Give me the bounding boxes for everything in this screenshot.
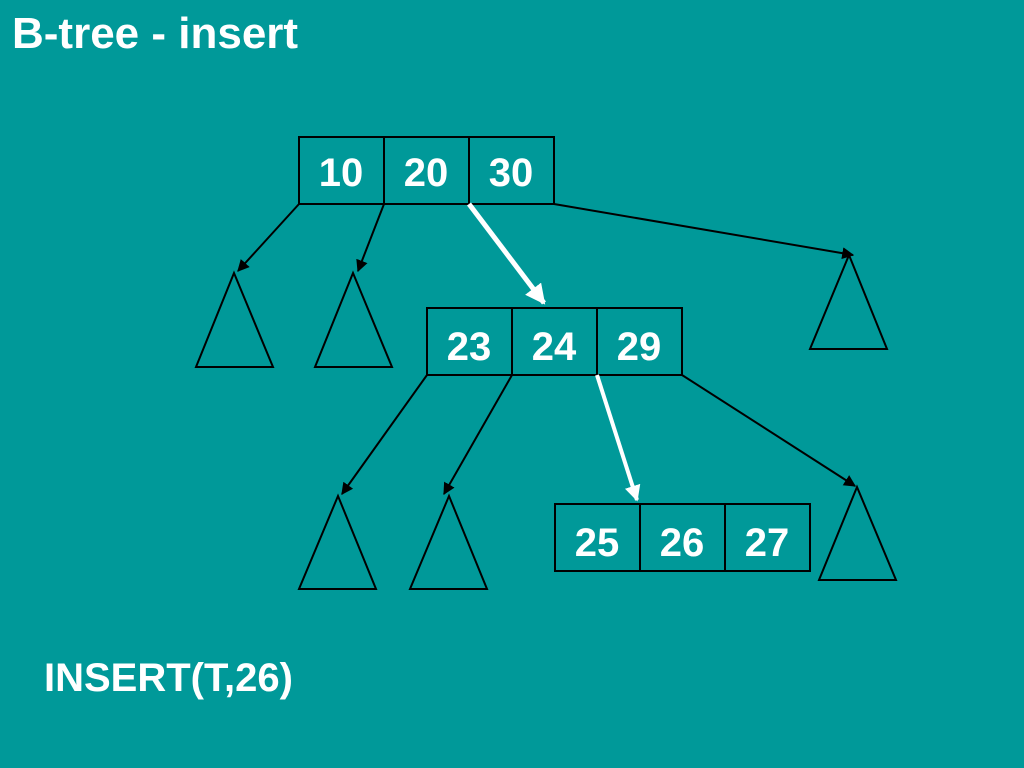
subtree-triangle-internal-2 (408, 493, 489, 590)
search-path-arrow-2 (595, 374, 641, 502)
leaf-node: 25 26 27 (554, 503, 811, 572)
pointer-arrow-root-4 (553, 203, 855, 260)
internal-node: 23 24 29 (426, 307, 683, 376)
leaf-key-1: 25 (575, 521, 620, 565)
subtree-triangle-internal-4 (817, 484, 898, 581)
subtree-triangle-internal-1 (297, 493, 378, 590)
root-key-1: 10 (319, 151, 364, 195)
slide-title: B-tree - insert (12, 9, 299, 58)
root-node: 10 20 30 (298, 136, 555, 205)
internal-key-2: 24 (532, 325, 577, 369)
root-key-cell-3 (468, 136, 555, 205)
search-path-arrow-1 (467, 202, 546, 305)
insert-operation-caption: INSERT(T,26) (44, 656, 293, 700)
pointer-arrow-root-2 (356, 203, 385, 273)
root-key-3: 30 (489, 151, 534, 195)
pointer-arrow-internal-4 (681, 374, 857, 487)
leaf-key-cell-3 (724, 503, 811, 572)
subtree-triangle-root-4 (808, 252, 889, 350)
subtree-triangle-root-1 (194, 270, 275, 368)
leaf-key-2: 26 (660, 521, 705, 565)
pointer-arrow-internal-1 (341, 374, 428, 495)
internal-key-cell-3 (596, 307, 683, 376)
root-key-2: 20 (404, 151, 449, 195)
pointer-arrow-internal-2 (443, 374, 513, 496)
internal-key-1: 23 (447, 325, 492, 369)
pointer-arrow-root-1 (237, 203, 300, 272)
internal-key-3: 29 (617, 325, 662, 369)
leaf-key-3: 27 (745, 521, 790, 565)
subtree-triangle-root-2 (313, 270, 394, 368)
